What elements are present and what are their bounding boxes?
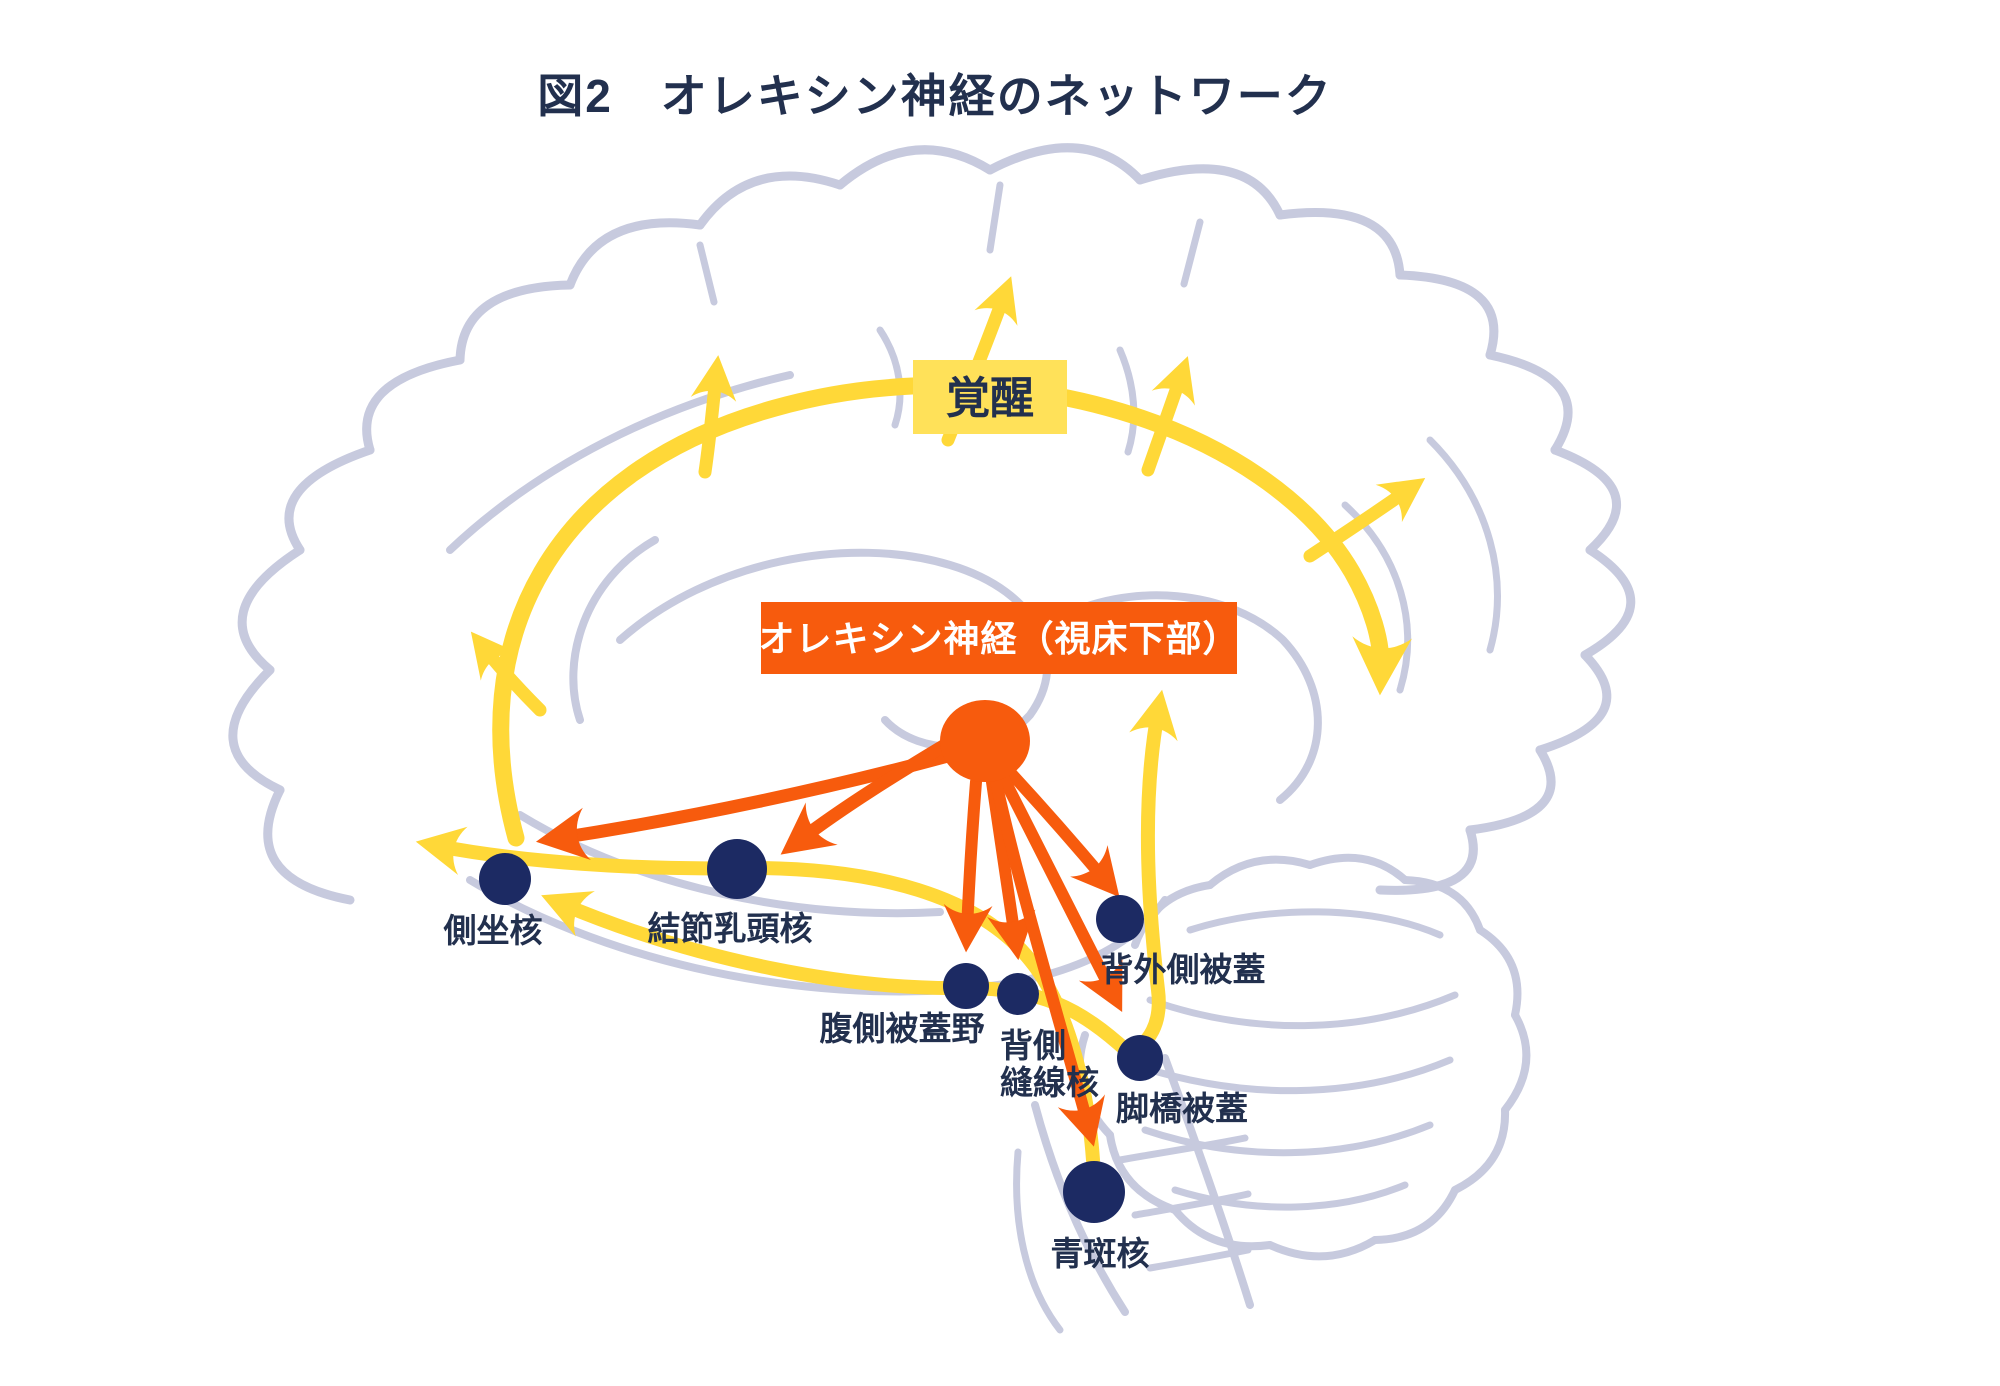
orexin-arrow-tmn: [780, 735, 957, 855]
ldt-dot: [1096, 895, 1144, 943]
brain-outline: [228, 143, 1636, 1334]
nuclei-labels: 側坐核 結節乳頭核 背外側被蓋 腹側被蓋野 背側 縫線核 脚橋被蓋 青斑核: [443, 910, 1266, 1272]
orexin-label-text: オレキシン神経（視床下部）: [758, 618, 1239, 659]
tmn-band: [415, 826, 1100, 1167]
brainstem-band: [541, 689, 1178, 1060]
orexin-arrow-lc: [990, 776, 1105, 1147]
brainstem-outline: [1013, 1054, 1254, 1334]
raphe-label-line1: 背側: [1000, 1027, 1066, 1064]
orexin-source-label: オレキシン神経（視床下部）: [758, 602, 1239, 674]
accumbens-dot: [479, 853, 531, 905]
ldt-label: 背外側被蓋: [1101, 951, 1266, 988]
raphe-label-line2: 縫線核: [1000, 1064, 1099, 1101]
orexin-label-box: [761, 602, 1237, 674]
ppt-dot: [1117, 1035, 1163, 1081]
accumbens-label: 側坐核: [443, 912, 543, 949]
cortex-arrow-parietal: [1141, 356, 1195, 477]
tmn-label: 結節乳頭核: [648, 910, 813, 947]
lc-label: 青斑核: [1051, 1235, 1150, 1272]
cortex-arrow-left: [470, 631, 547, 717]
orexin-projections: [535, 700, 1123, 1147]
ppt-label: 脚橋被蓋: [1116, 1090, 1248, 1127]
orexin-arrow-vta: [943, 776, 993, 953]
raphe-dot: [997, 973, 1039, 1015]
nuclei-dots: [479, 839, 1163, 1223]
orexin-arrow-accumbens: [535, 749, 955, 861]
lc-dot: [1063, 1161, 1125, 1223]
arousal-label-box: [913, 360, 1067, 434]
cerebellum-outline: [1075, 853, 1531, 1261]
page-title: 図2 オレキシン神経のネットワーク: [537, 70, 1333, 122]
orexin-arrow-ldt: [1002, 764, 1120, 898]
cortex-arrow-occipital: [1303, 477, 1426, 563]
orexin-arrow-ppt: [996, 769, 1123, 1013]
tmn-dot: [707, 839, 767, 899]
orexin-neuron-blob: [940, 700, 1030, 782]
cortex-arrow-frontal: [690, 355, 737, 479]
vta-label: 腹側被蓋野: [820, 1010, 985, 1047]
arousal-label: 覚醒: [913, 360, 1067, 434]
vta-dot: [943, 963, 989, 1009]
arousal-label-text: 覚醒: [946, 374, 1034, 423]
